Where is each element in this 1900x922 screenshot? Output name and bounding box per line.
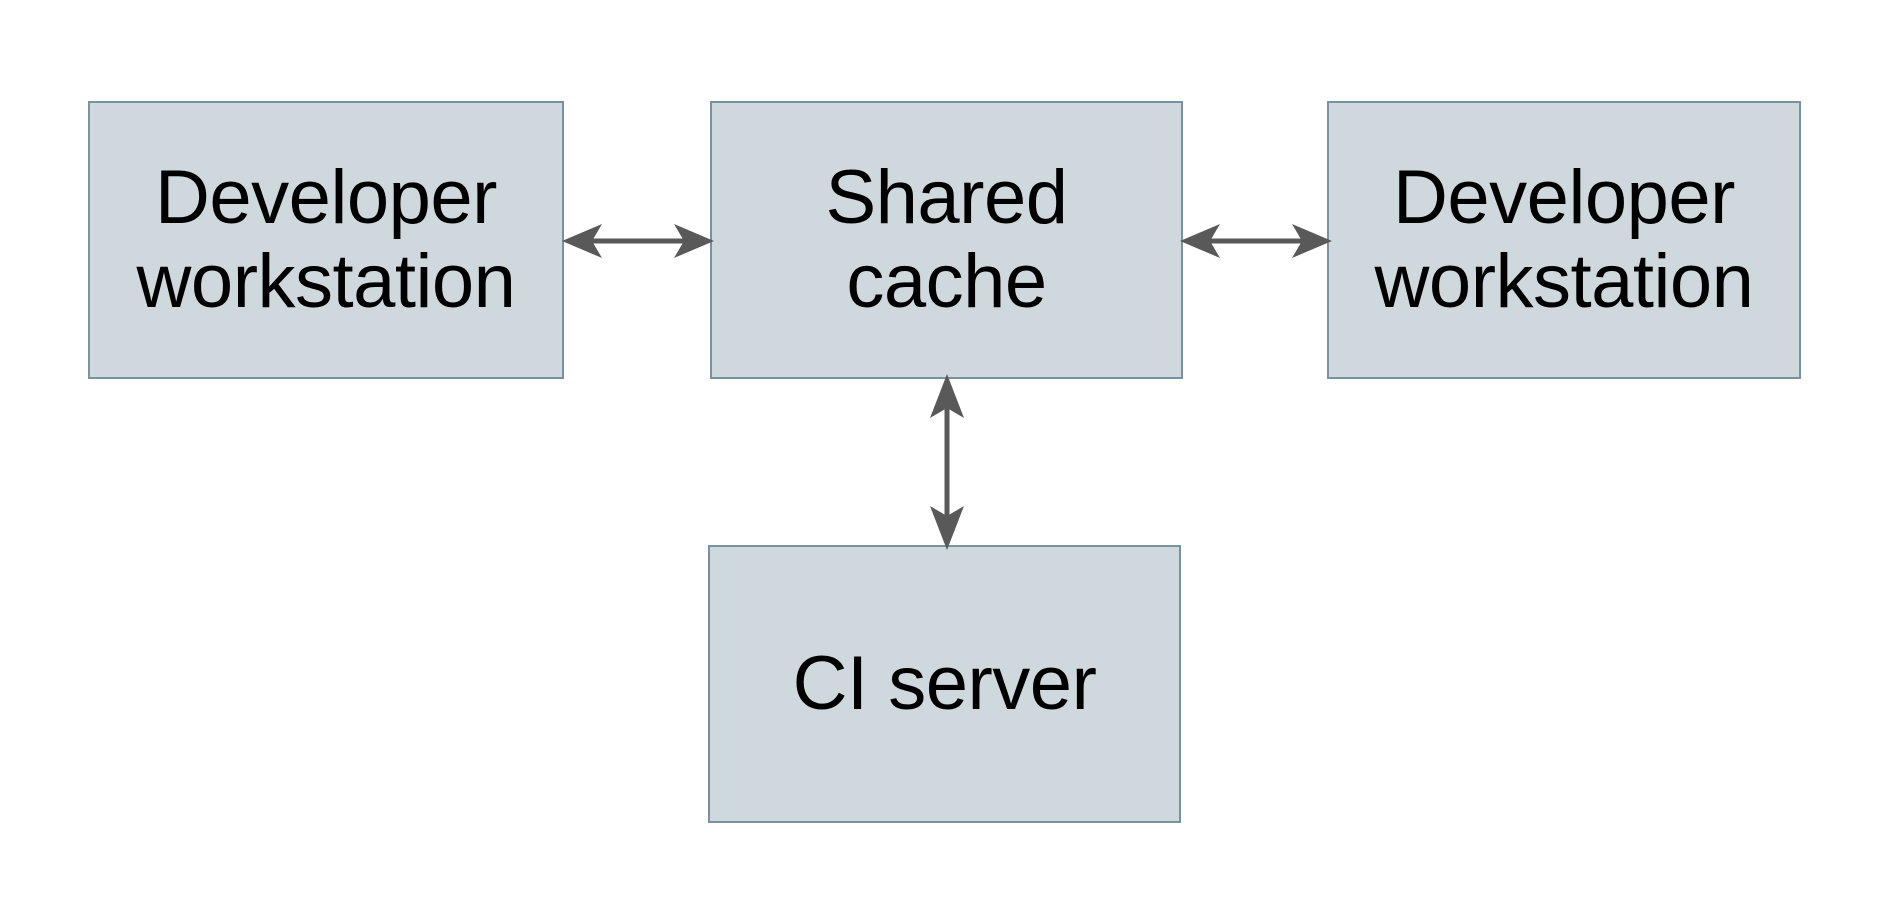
- node-label: Developer workstation: [136, 155, 516, 324]
- double-arrow-vertical-icon: [930, 374, 964, 550]
- node-developer-workstation-left[interactable]: Developer workstation: [88, 101, 564, 379]
- edge-shared-cache-to-developer-workstation-right[interactable]: [1178, 206, 1334, 276]
- node-shared-cache[interactable]: Shared cache: [710, 101, 1183, 379]
- node-label: CI server: [792, 641, 1097, 726]
- edge-developer-workstation-left-to-shared-cache[interactable]: [560, 206, 716, 276]
- edge-shared-cache-to-ci-server[interactable]: [912, 372, 982, 552]
- node-label: Shared cache: [825, 155, 1068, 324]
- node-ci-server[interactable]: CI server: [708, 545, 1181, 823]
- node-label: Developer workstation: [1374, 155, 1754, 324]
- node-developer-workstation-right[interactable]: Developer workstation: [1327, 101, 1801, 379]
- double-arrow-horizontal-icon: [1180, 224, 1332, 258]
- double-arrow-horizontal-icon: [562, 224, 714, 258]
